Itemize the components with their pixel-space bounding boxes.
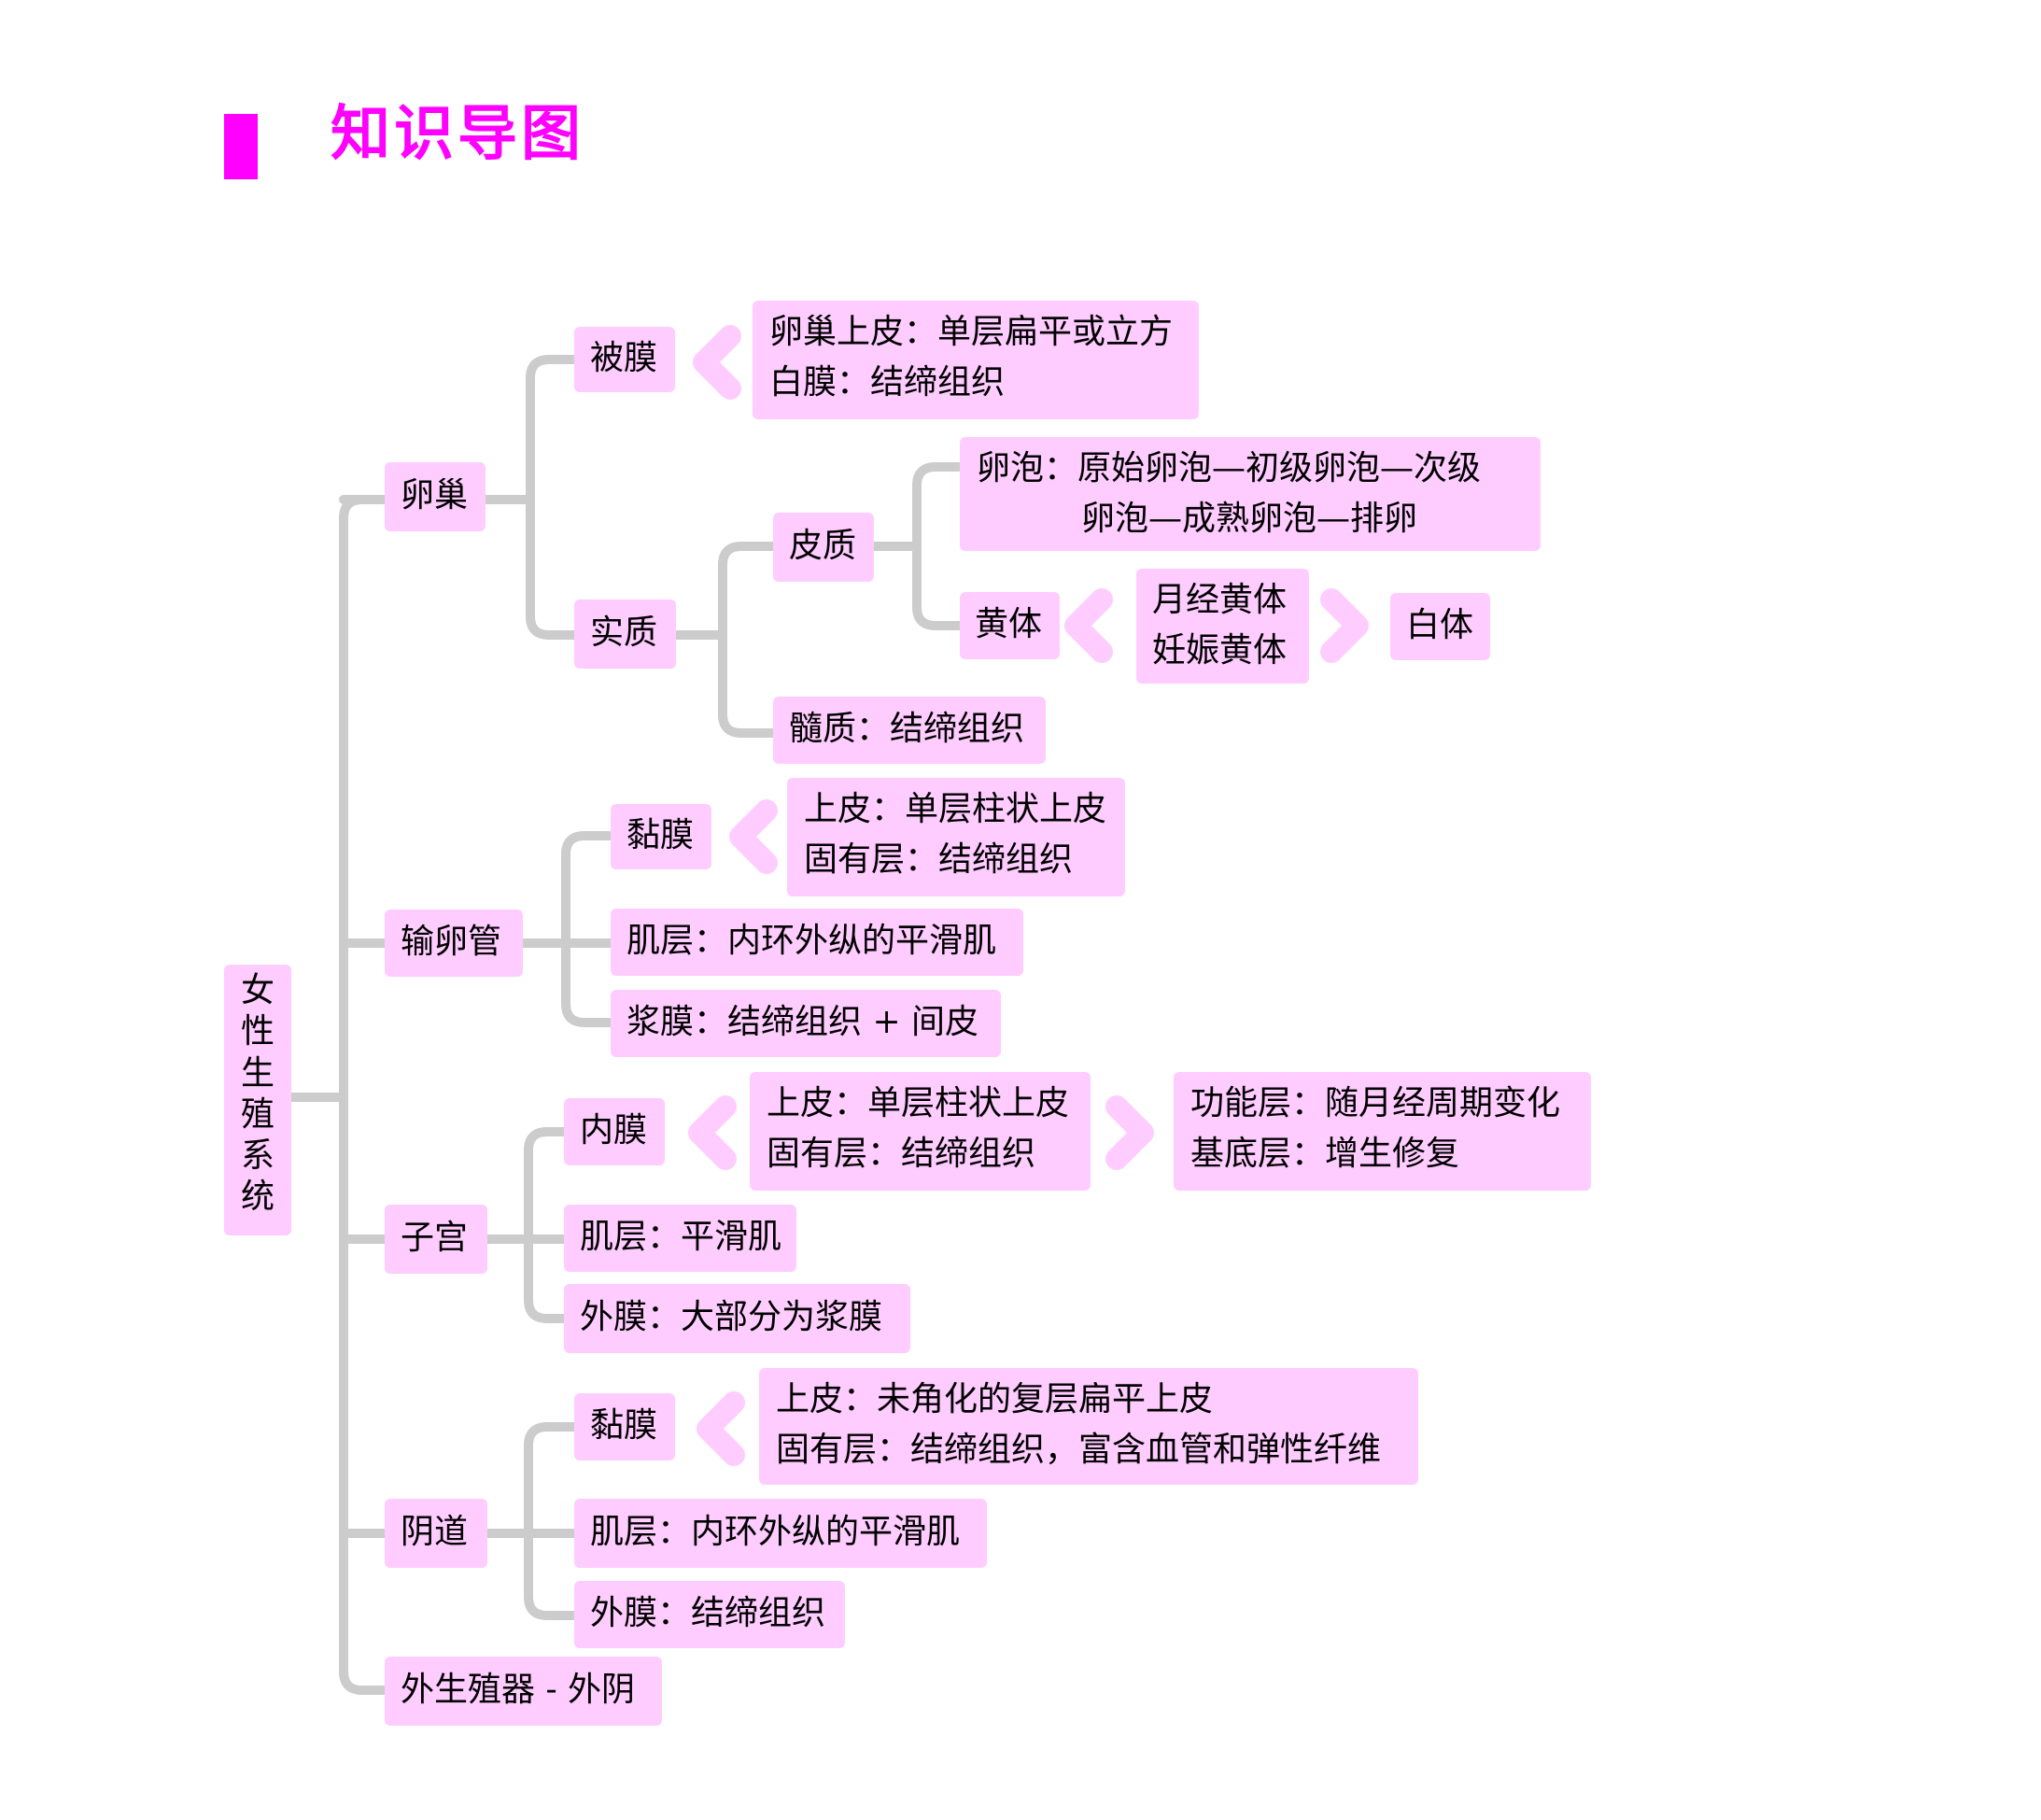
node-oviduct-muscle: 肌层：内环外纵的平滑肌 <box>611 909 1023 976</box>
root-char: 系 <box>240 1136 274 1176</box>
follicle-line: 卵泡—成熟卵泡—排卵 <box>1081 500 1418 538</box>
connector-uterus-spine <box>524 1127 569 1323</box>
node-uterus-outer: 外膜：大部分为浆膜 <box>564 1284 910 1353</box>
node-oviduct-mucosa-detail: 上皮：单层柱状上皮 固有层：结缔组织 <box>787 778 1125 896</box>
node-vagina-muscle: 肌层：内环外纵的平滑肌 <box>574 1499 987 1568</box>
node-endometrium-detail: 上皮：单层柱状上皮 固有层：结缔组织 <box>750 1072 1091 1191</box>
node-vagina-mucosa: 黏膜 <box>574 1393 675 1460</box>
node-vagina: 阴道 <box>385 1499 487 1568</box>
connector-vagina-spine <box>524 1422 579 1620</box>
node-corpus-albicans: 白体 <box>1390 593 1490 660</box>
cl-type-line: 月经黄体 <box>1152 581 1288 619</box>
node-oviduct-serosa: 浆膜：结缔组织 + 间皮 <box>611 990 1001 1057</box>
oviduct-mucosa-line: 上皮：单层柱状上皮 <box>804 790 1107 828</box>
node-endometrium: 内膜 <box>564 1098 665 1165</box>
node-endometrium-layers: 功能层：随月经周期变化 基底层：增生修复 <box>1174 1072 1591 1191</box>
node-follicle: 卵泡：原始卵泡—初级卵泡—次级 卵泡—成熟卵泡—排卵 <box>960 437 1541 551</box>
chevron-left-icon <box>1064 588 1113 663</box>
chevron-right-icon <box>1105 1095 1154 1170</box>
endometrium-detail-line: 固有层：结缔组织 <box>767 1135 1036 1173</box>
node-uterus: 子宫 <box>385 1205 487 1274</box>
node-cortex: 皮质 <box>773 513 874 582</box>
connector-oviduct-spine <box>561 831 615 1027</box>
root-char: 性 <box>240 1012 274 1051</box>
page-title: 知识导图 <box>331 100 584 169</box>
follicle-line: 卵泡：原始卵泡—初级卵泡—次级 <box>977 449 1482 487</box>
connector-parenchyma-spine <box>718 542 778 738</box>
endometrium-layer-line: 功能层：随月经周期变化 <box>1190 1084 1561 1122</box>
node-tunica-detail: 卵巢上皮：单层扁平或立方 白膜：结缔组织 <box>753 301 1199 419</box>
tunica-detail-line: 卵巢上皮：单层扁平或立方 <box>769 313 1174 351</box>
root-char: 女 <box>240 971 274 1009</box>
chevron-left-icon <box>688 1095 737 1170</box>
connector-ovary-spine <box>526 355 579 640</box>
root-char: 统 <box>240 1178 274 1217</box>
node-oviduct: 输卵管 <box>385 910 523 977</box>
node-uterus-muscle: 肌层：平滑肌 <box>564 1205 796 1272</box>
connector-main-spine <box>339 495 389 1695</box>
root-char: 殖 <box>240 1094 274 1134</box>
node-external-genitalia: 外生殖器 - 外阴 <box>385 1657 662 1726</box>
node-corpus-luteum: 黄体 <box>960 592 1060 659</box>
chevron-left-icon <box>729 799 778 874</box>
connector-cortex-spine <box>912 462 964 630</box>
vagina-mucosa-line: 固有层：结缔组织，富含血管和弹性纤维 <box>776 1431 1382 1469</box>
node-medulla: 髓质：结缔组织 <box>773 697 1046 764</box>
root-char: 生 <box>240 1053 274 1093</box>
chevron-left-icon <box>693 325 741 400</box>
chevron-right-icon <box>1320 588 1369 663</box>
vagina-mucosa-line: 上皮：未角化的复层扁平上皮 <box>776 1380 1214 1418</box>
node-tunica: 被膜 <box>574 327 675 392</box>
chevron-left-icon <box>697 1391 745 1466</box>
endometrium-detail-line: 上皮：单层柱状上皮 <box>767 1084 1070 1122</box>
cl-type-line: 妊娠黄体 <box>1152 631 1288 670</box>
node-parenchyma: 实质 <box>574 600 676 669</box>
endometrium-layer-line: 基底层：增生修复 <box>1190 1135 1460 1173</box>
oviduct-mucosa-line: 固有层：结缔组织 <box>804 840 1074 879</box>
node-vagina-mucosa-detail: 上皮：未角化的复层扁平上皮 固有层：结缔组织，富含血管和弹性纤维 <box>759 1368 1418 1485</box>
node-ovary: 卵巢 <box>385 462 486 531</box>
tunica-detail-line: 白膜：结缔组织 <box>769 363 1006 402</box>
node-oviduct-mucosa: 黏膜 <box>611 804 711 869</box>
node-corpus-luteum-types: 月经黄体 妊娠黄体 <box>1136 569 1309 684</box>
node-vagina-outer: 外膜：结缔组织 <box>574 1581 845 1648</box>
title-accent-bar <box>224 114 258 179</box>
root-node: 女 性 生 殖 系 统 <box>224 965 291 1235</box>
